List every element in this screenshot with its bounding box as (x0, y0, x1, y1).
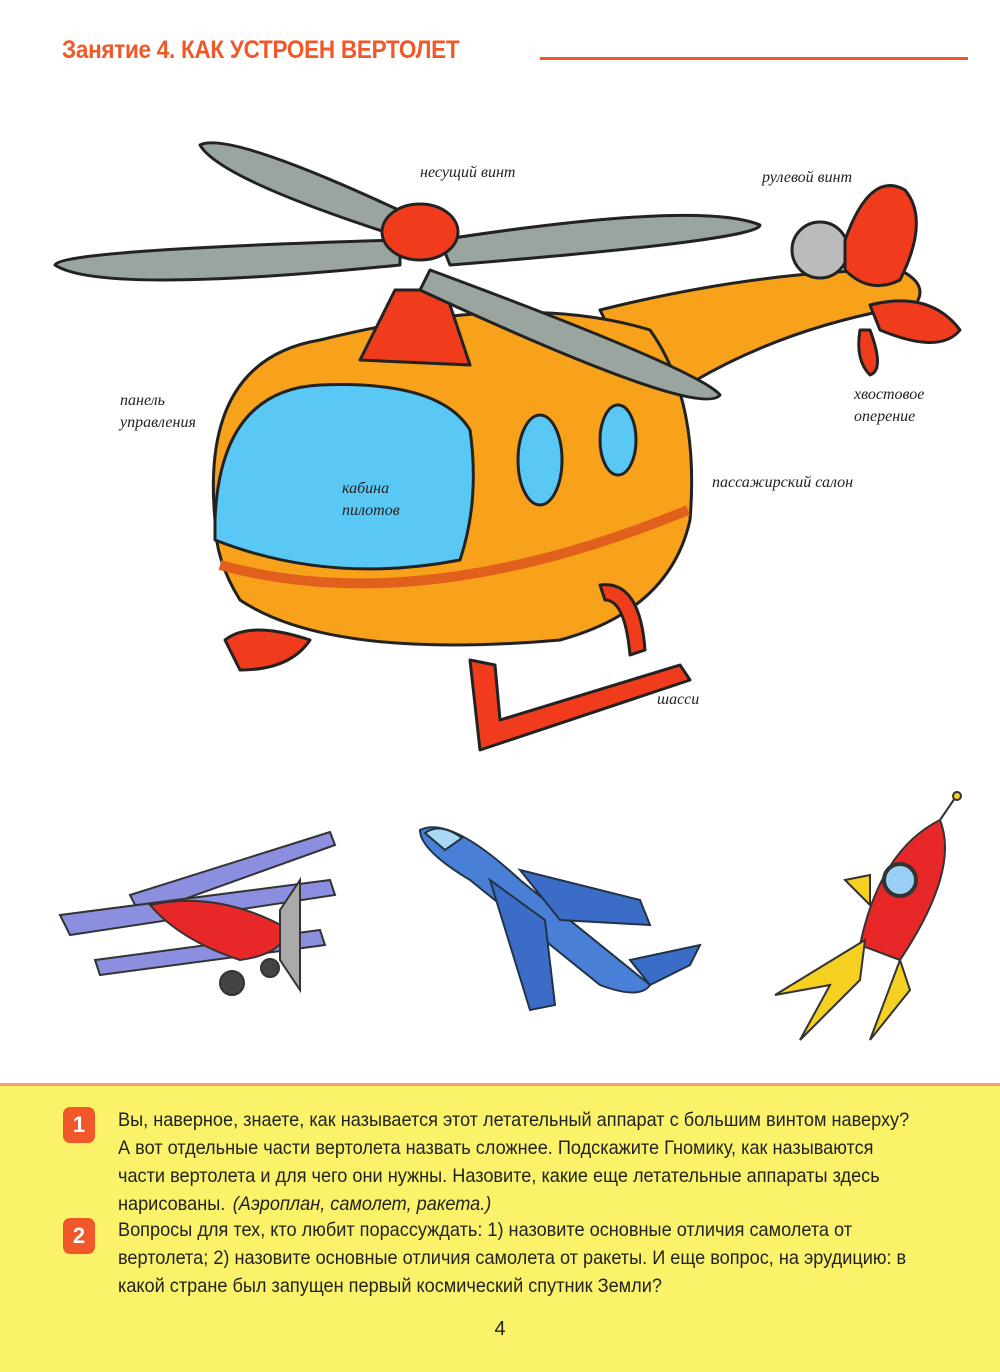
label-control-panel-1: панель (120, 392, 165, 409)
label-cabin: пассажирский салон (712, 474, 854, 491)
question-1-answer: (Аэроплан, самолет, ракета.) (232, 1193, 492, 1215)
helicopter-illustration (53, 141, 962, 752)
label-tail-1: хвостовое (854, 386, 925, 403)
question-1-text: Вы, наверное, знаете, как называется это… (118, 1109, 910, 1215)
title-rule (540, 57, 968, 60)
question-1: Вы, наверное, знаете, как называется это… (118, 1106, 918, 1218)
label-main-rotor: несущий винт (420, 164, 516, 181)
biplane-illustration (58, 830, 337, 996)
question-2: Вопросы для тех, кто любит порассуждать:… (118, 1219, 907, 1297)
questions-panel (0, 1083, 1000, 1372)
page-title: Занятие 4. КАК УСТРОЕН ВЕРТОЛЕТ (62, 36, 460, 64)
illustrations (53, 141, 962, 1041)
question-number-2: 2 (63, 1218, 95, 1254)
label-cockpit-2: пилотов (342, 502, 400, 519)
label-tail-2: оперение (854, 408, 916, 425)
question-number-1: 1 (63, 1107, 95, 1143)
airplane-illustration (418, 826, 702, 1012)
label-control-panel-2: управления (120, 414, 196, 431)
label-cockpit-1: кабина (342, 480, 390, 497)
label-tail-rotor: рулевой винт (762, 169, 853, 186)
rocket-illustration (774, 791, 962, 1041)
label-chassis: шасси (657, 691, 700, 708)
page-number: 4 (494, 1318, 506, 1340)
